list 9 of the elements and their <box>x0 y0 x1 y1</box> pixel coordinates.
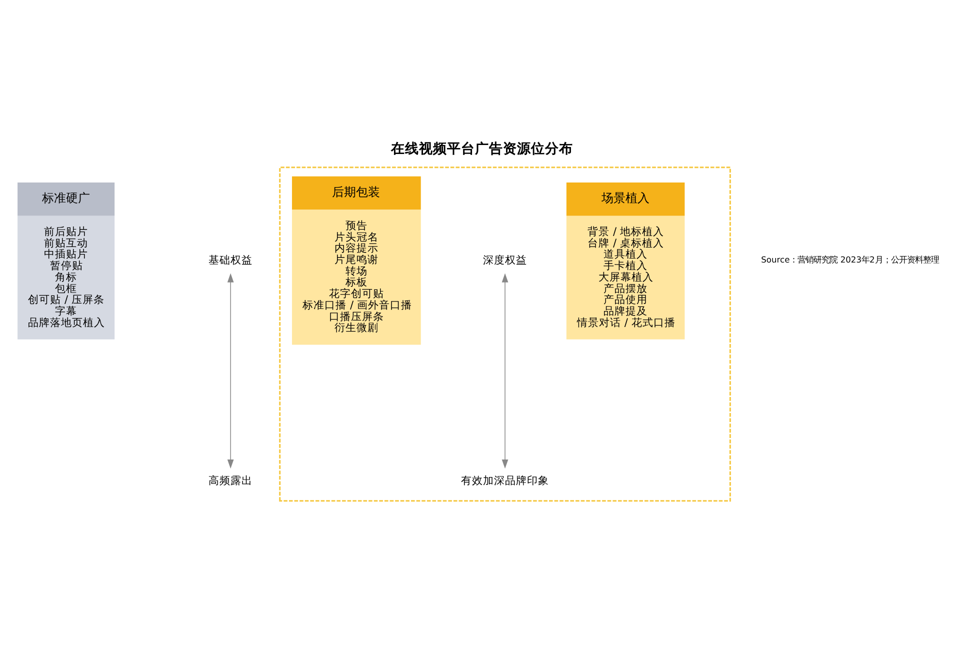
arrow <box>227 272 234 468</box>
diagram-title: 在线视频平台广告资源位分布 <box>390 140 573 157</box>
arrow <box>502 272 508 468</box>
node-text: 有效加深品牌印象 <box>461 473 550 486</box>
caption: Source：营销研究院 2023年2月；公开资料整理 <box>761 254 939 264</box>
node-text: 高频露出 <box>208 473 253 486</box>
node-text: 基础权益 <box>208 252 253 266</box>
cluster <box>279 166 731 502</box>
node-text: 深度权益 <box>483 252 528 266</box>
